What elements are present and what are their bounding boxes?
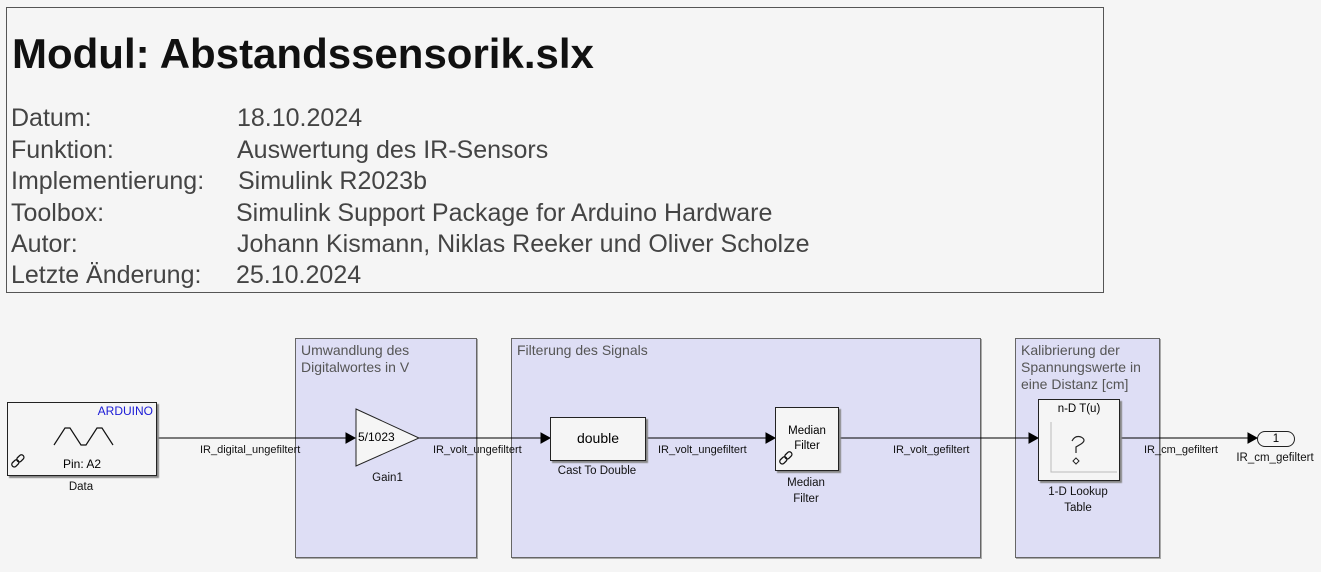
arduino-block-name: Data	[68, 481, 94, 493]
arrowhead-4	[1028, 432, 1040, 444]
signal-label-ir-volt-ungefiltert-2: IR_volt_ungefiltert	[658, 444, 747, 456]
arduino-analog-input-block[interactable]: ARDUINO Pin: A2	[7, 402, 157, 476]
info-value-implementierung: Simulink R2023b	[238, 167, 427, 195]
info-label-autor: Autor:	[11, 230, 78, 258]
signal-label-ir-volt-ungefiltert-1: IR_volt_ungefiltert	[433, 444, 522, 456]
median-filter-label: Median Filter	[788, 425, 826, 452]
lookup-table-header: n-D T(u)	[1057, 403, 1101, 415]
median-filter-block-name: Median Filter	[787, 477, 825, 505]
median-filter-block[interactable]: Median Filter	[775, 407, 839, 471]
lookup-table-block[interactable]: n-D T(u)	[1038, 399, 1120, 481]
model-title: Modul: Abstandssensorik.slx	[12, 30, 594, 77]
waveform-icon	[53, 427, 114, 446]
arrowhead-3	[765, 432, 777, 444]
info-value-funktion: Auswertung des IR-Sensors	[237, 136, 549, 164]
lookup-table-icon	[1050, 422, 1117, 473]
model-info-box	[6, 7, 1104, 293]
area-filter-title: Filterung des Signals	[517, 342, 648, 358]
info-label-datum: Datum:	[11, 104, 92, 132]
cast-value: double	[576, 430, 620, 446]
area-calibration-title: Kalibrierung der Spannungswerte in eine …	[1021, 342, 1141, 392]
info-label-implementierung: Implementierung:	[11, 167, 205, 195]
signal-label-ir-cm-gefiltert: IR_cm_gefiltert	[1144, 444, 1218, 456]
arduino-badge: ARDUINO	[97, 404, 153, 418]
arduino-pin: Pin: A2	[62, 457, 102, 471]
area-conversion-title: Umwandlung des Digitalwortes in V	[301, 342, 410, 375]
lookup-table-block-name: 1-D Lookup Table	[1048, 486, 1108, 514]
arrowhead-5	[1247, 432, 1259, 444]
info-value-letzte-aenderung: 25.10.2024	[236, 261, 362, 289]
info-label-toolbox: Toolbox:	[11, 199, 105, 227]
library-link-icon	[11, 454, 25, 468]
gain-block-name: Gain1	[372, 472, 403, 484]
signal-label-ir-digital-ungefiltert: IR_digital_ungefiltert	[200, 444, 301, 456]
arrowhead-1	[345, 432, 357, 444]
cast-to-double-block[interactable]: double	[550, 417, 646, 461]
gain-value: 5/1023	[358, 430, 395, 444]
outport-block[interactable]: 1	[1257, 431, 1295, 447]
signal-label-ir-volt-gefiltert: IR_volt_gefiltert	[893, 444, 970, 456]
cast-block-name: Cast To Double	[557, 465, 637, 477]
info-value-datum: 18.10.2024	[237, 104, 363, 132]
arrowhead-2	[540, 432, 552, 444]
library-link-icon	[779, 451, 793, 465]
info-label-letzte-aenderung: Letzte Änderung:	[11, 261, 202, 289]
info-value-autor: Johann Kismann, Niklas Reeker und Oliver…	[237, 230, 810, 258]
info-value-toolbox: Simulink Support Package for Arduino Har…	[236, 199, 773, 227]
info-label-funktion: Funktion:	[11, 136, 114, 164]
outport-name: IR_cm_gefiltert	[1236, 452, 1314, 464]
